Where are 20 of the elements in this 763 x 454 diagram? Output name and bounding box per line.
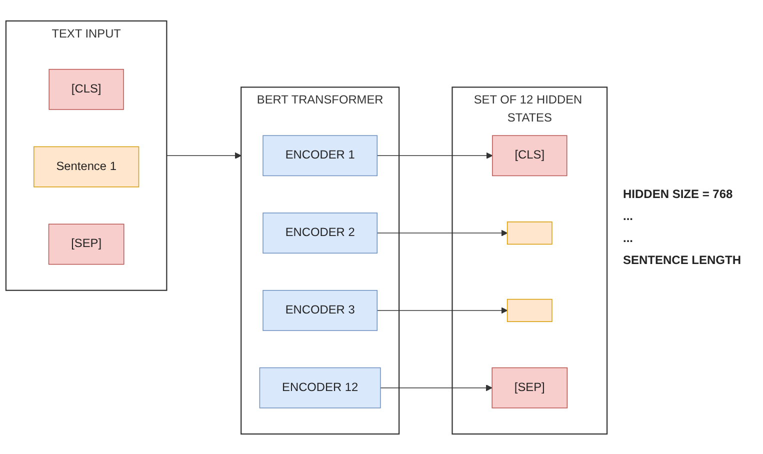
node-box: ENCODER 3 — [262, 290, 378, 330]
note-text: ... — [623, 231, 634, 245]
node-box: [CLS] — [492, 134, 568, 176]
note-text: SENTENCE LENGTH — [623, 253, 742, 267]
node-box: Sentence 1 — [34, 146, 140, 187]
note-text: ... — [623, 209, 634, 223]
node-box: ENCODER 2 — [262, 212, 378, 254]
arrow — [376, 306, 508, 314]
arrow — [376, 229, 508, 236]
node-box: [SEP] — [492, 366, 568, 408]
node-box — [506, 221, 552, 244]
arrow — [380, 384, 492, 391]
arrow — [376, 152, 493, 158]
node-box: ENCODER 1 — [262, 134, 378, 176]
node-box — [506, 298, 552, 322]
note-text: HIDDEN SIZE = 768 — [623, 187, 734, 201]
node-box: ENCODER 12 — [259, 366, 381, 408]
node-box: [CLS] — [48, 68, 124, 110]
node-box: [SEP] — [48, 223, 124, 264]
arrow — [166, 152, 242, 158]
